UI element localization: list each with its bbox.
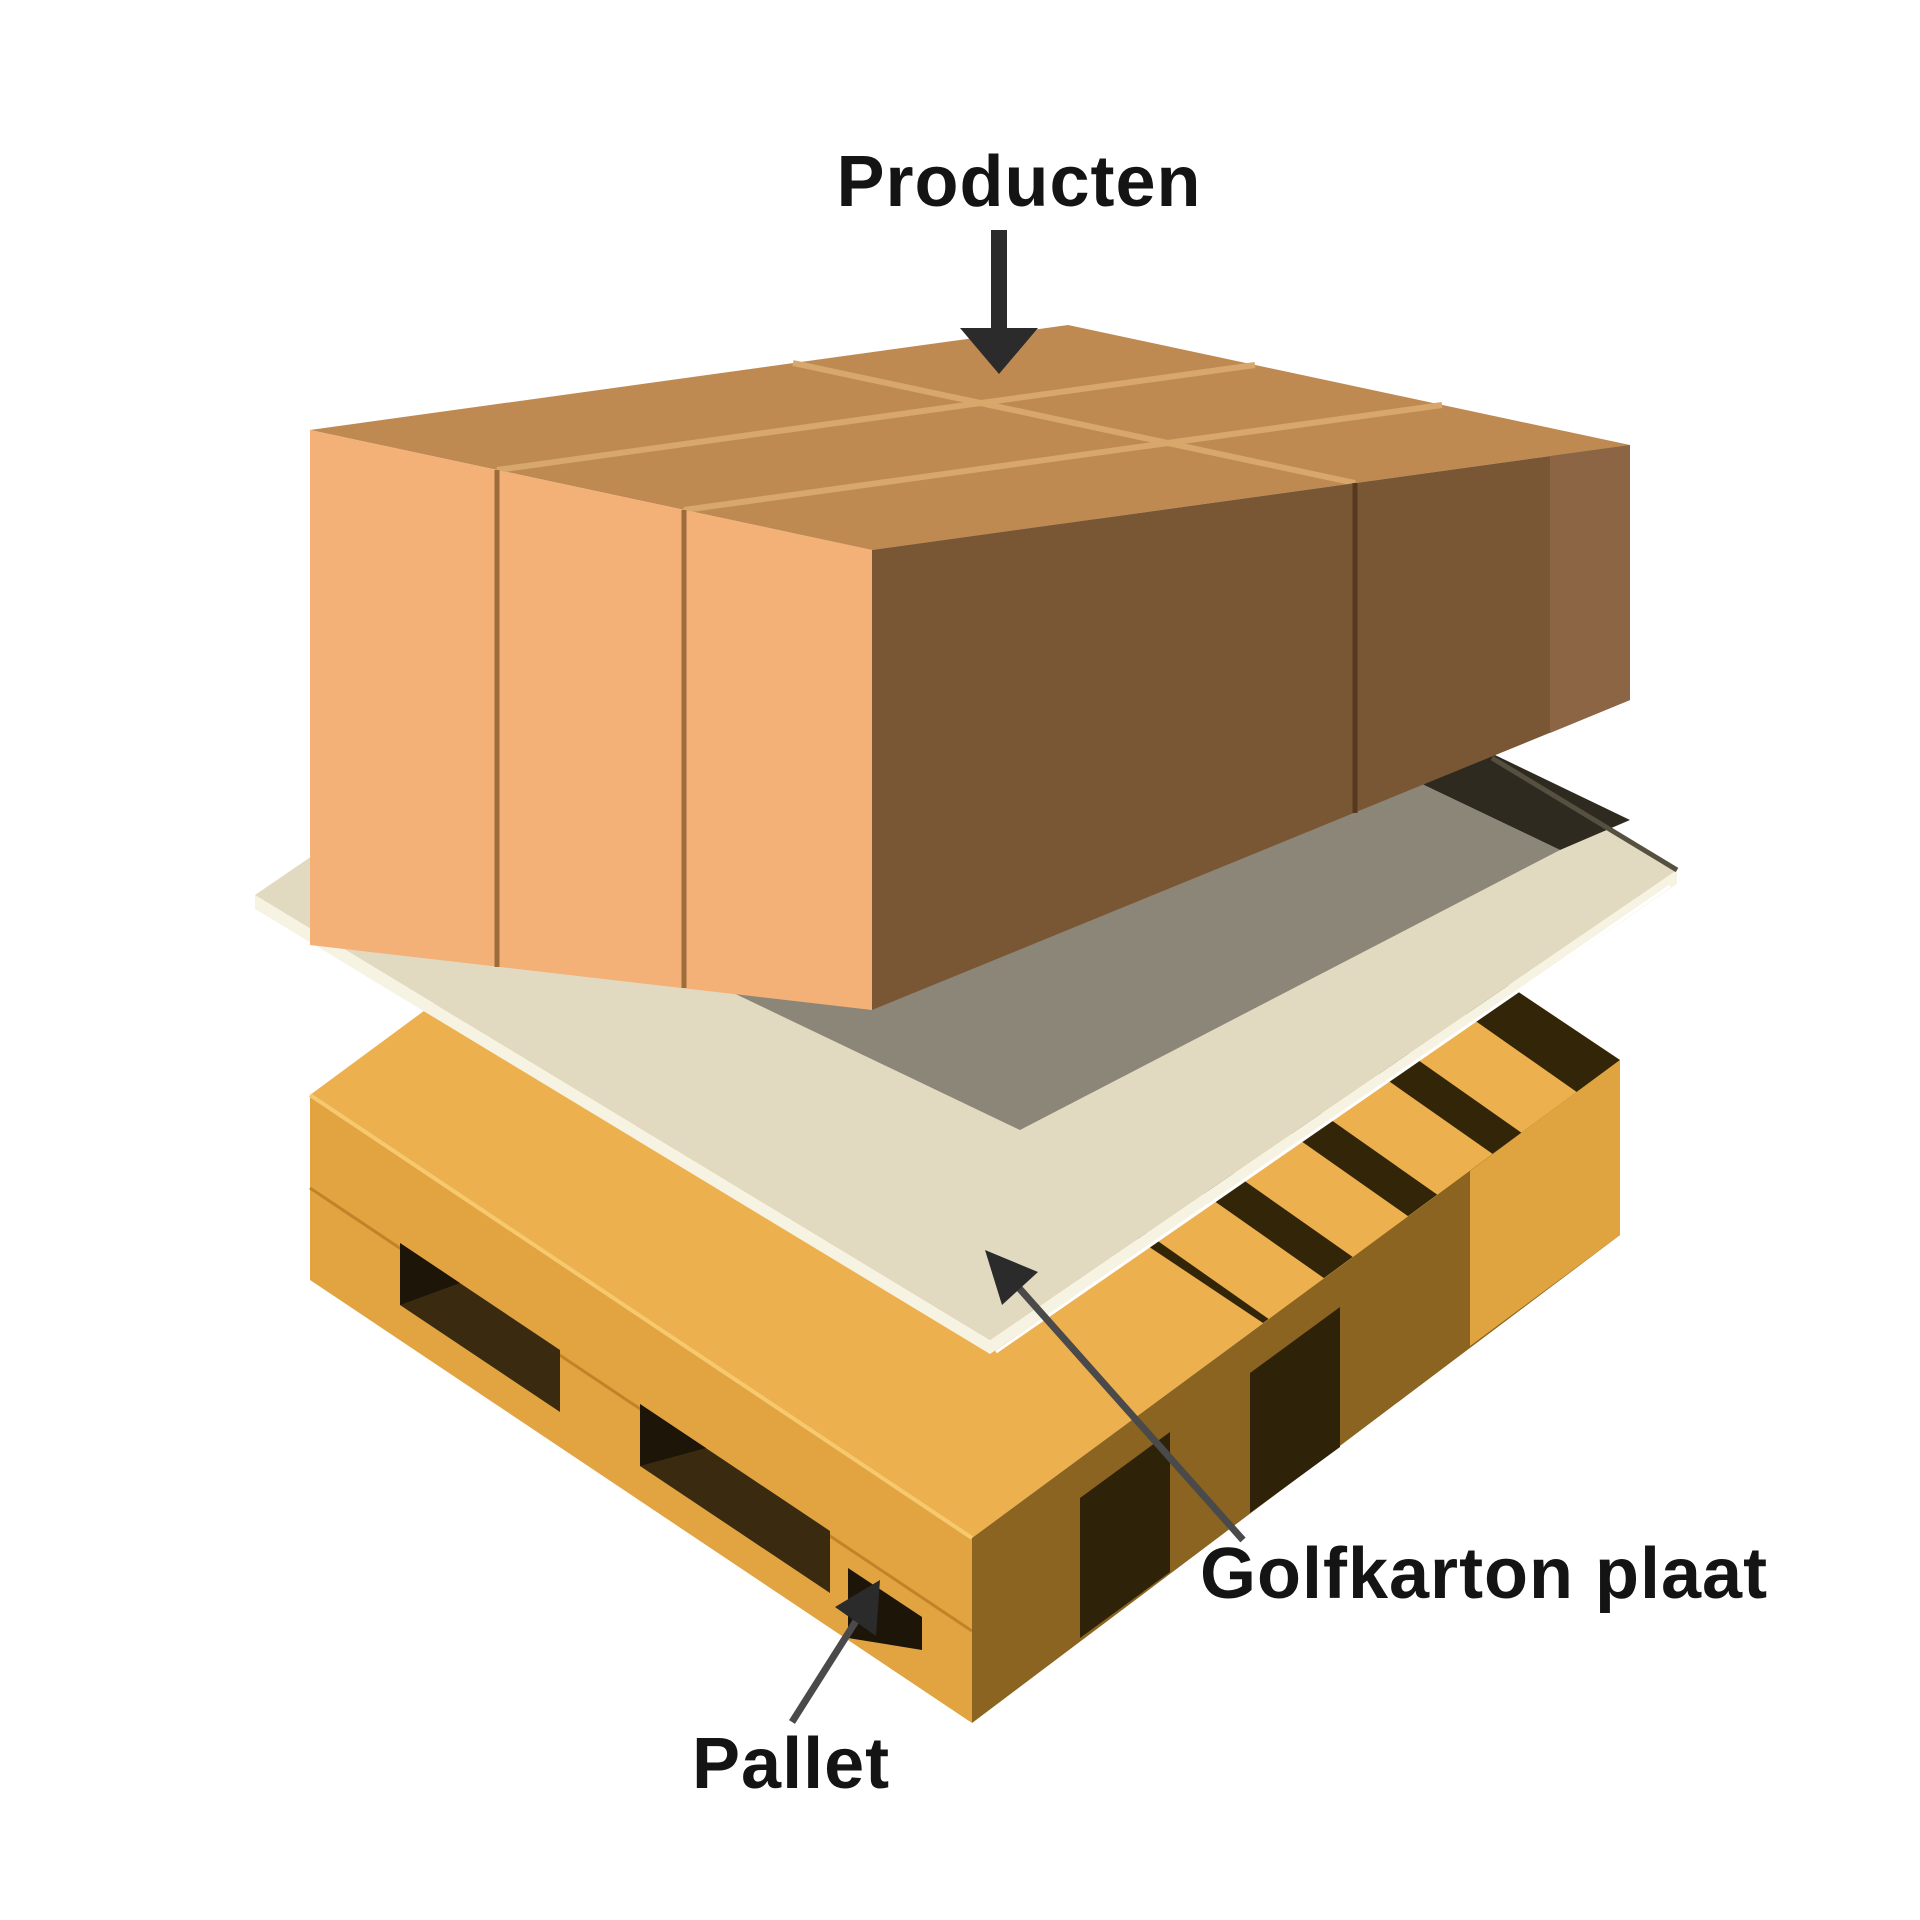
boxes-top-face — [310, 325, 1630, 550]
sheet-northeast-edge-line — [1490, 755, 1679, 873]
pallet-deck-edge-highlight — [308, 1093, 974, 1540]
product-boxes-group — [310, 325, 1630, 1010]
arrow-head — [960, 328, 1038, 374]
arrow-head — [985, 1250, 1038, 1305]
arrow-head — [835, 1580, 880, 1636]
arrow-shaft — [991, 230, 1007, 332]
sheet-edge-glint — [995, 884, 1671, 1354]
producten-down-arrow-icon — [960, 230, 1038, 374]
pallet-corner-block — [1470, 1060, 1620, 1346]
boxes-left-face — [310, 430, 872, 1010]
producten-label: Producten — [836, 142, 1202, 222]
boxes-right-face-light-band — [1550, 445, 1630, 733]
boxes-top-column-seam — [683, 402, 1443, 513]
sheet-edge-southwest — [255, 895, 990, 1354]
boxes-top-column-seam — [496, 362, 1256, 473]
pallet-notch-shadow — [400, 1243, 460, 1305]
golfkarton-plaat-label: Golfkarton plaat — [1200, 1534, 1769, 1614]
sheet-edge-southeast — [990, 870, 1677, 1354]
pallet-right-gap — [1250, 1307, 1340, 1513]
leader-line — [1016, 1285, 1246, 1543]
boxes-top-row-seam — [792, 360, 1356, 486]
golfkarton-leader-arrow-icon — [985, 1250, 1246, 1543]
pallet-leader-arrow-icon — [789, 1580, 880, 1724]
pallet-notch-shadow — [640, 1404, 706, 1466]
leader-line — [789, 1619, 859, 1724]
pallet-right-gap — [1080, 1432, 1170, 1638]
pallet-label: Pallet — [692, 1724, 891, 1804]
boxes-right-face — [872, 445, 1630, 1010]
